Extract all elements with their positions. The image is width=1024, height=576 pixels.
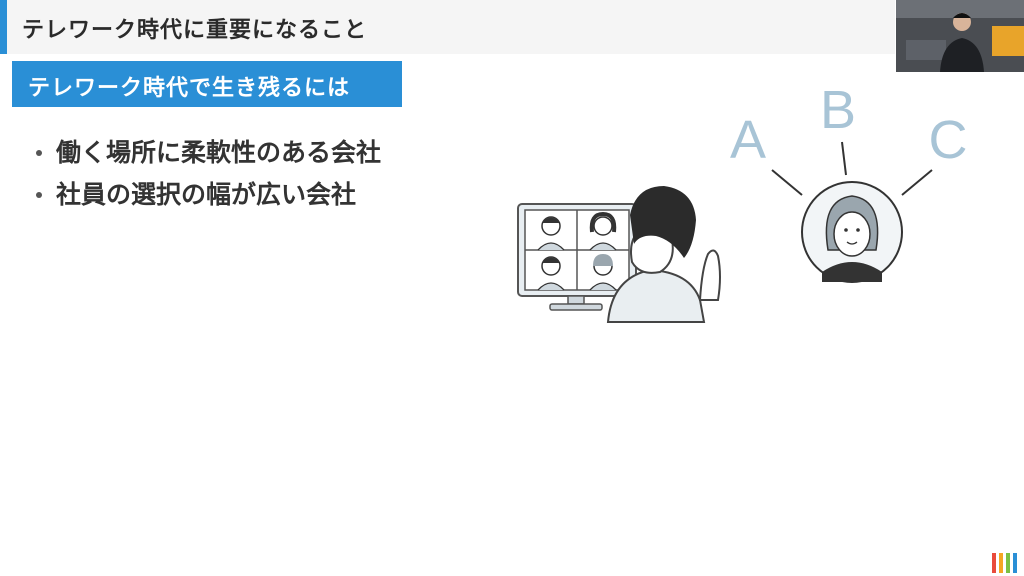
choice-avatar-illustration bbox=[771, 141, 933, 283]
logo-stripe bbox=[999, 553, 1003, 573]
logo-stripe bbox=[992, 553, 996, 573]
letter-a: A bbox=[730, 110, 766, 170]
bullet-text: 社員の選択の幅が広い会社 bbox=[56, 180, 357, 209]
bullet-item: 働く場所に柔軟性のある会社 bbox=[36, 132, 381, 174]
section-label: テレワーク時代で生き残るには bbox=[28, 76, 351, 101]
slide-title: テレワーク時代に重要になること bbox=[22, 18, 368, 43]
logo-stripe bbox=[1006, 553, 1010, 573]
presenter-video-thumbnail[interactable] bbox=[896, 0, 1024, 72]
monitor-icon bbox=[517, 203, 637, 311]
bullet-text: 働く場所に柔軟性のある会社 bbox=[56, 138, 382, 167]
person-waving-icon bbox=[606, 186, 721, 323]
letter-b: B bbox=[820, 80, 856, 140]
slide-title-bar: テレワーク時代に重要になること bbox=[0, 0, 895, 54]
bullet-list: 働く場所に柔軟性のある会社 社員の選択の幅が広い会社 bbox=[36, 132, 381, 216]
letter-c: C bbox=[929, 110, 968, 170]
brand-logo-icon bbox=[992, 553, 1017, 573]
section-label-box: テレワーク時代で生き残るには bbox=[12, 61, 402, 107]
logo-stripe bbox=[1013, 553, 1017, 573]
bullet-dot-icon bbox=[36, 150, 42, 156]
bullet-item: 社員の選択の幅が広い会社 bbox=[36, 174, 381, 216]
presenter-video-icon bbox=[896, 0, 1024, 72]
title-accent-bar bbox=[0, 0, 7, 54]
bullet-dot-icon bbox=[36, 192, 42, 198]
